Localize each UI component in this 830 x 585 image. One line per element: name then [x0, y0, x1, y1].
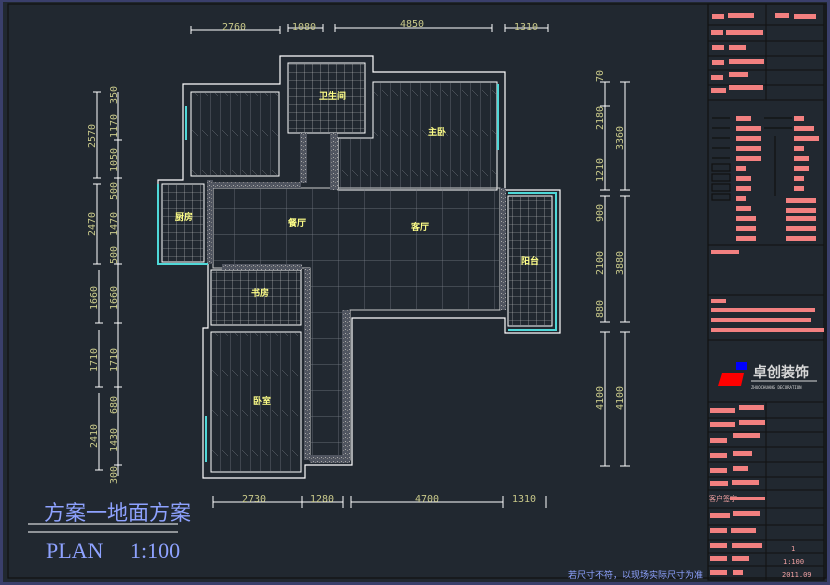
- dim-left-outer-1: 2570: [87, 124, 98, 148]
- room-label-study: 书房: [251, 287, 269, 299]
- room-label-bathroom: 卫生间: [319, 90, 346, 102]
- dim-left-outer-2: 2470: [87, 212, 98, 236]
- room-label-dining: 餐厅: [287, 217, 306, 229]
- room-label-balcony: 阳台: [521, 255, 539, 267]
- dim-left-inner-6: 500: [109, 246, 120, 264]
- plan-title-en: PLAN: [46, 538, 104, 563]
- sheet-scale: 1:100: [783, 558, 804, 566]
- dim-top-3: 4850: [400, 19, 424, 30]
- dim-left-inner-4: 500: [109, 182, 120, 200]
- study-floor: [212, 271, 300, 324]
- dim-left-outer-3: 1660: [89, 286, 100, 310]
- company-name: 卓创装饰: [753, 364, 809, 381]
- dim-left-inner-2: 1170: [109, 114, 120, 138]
- client-sign-label: 客户签字: [709, 494, 737, 503]
- dim-top-1: 2760: [222, 22, 246, 33]
- dim-left-inner-10: 1430: [109, 428, 120, 452]
- dim-left-outer-5: 2410: [89, 424, 100, 448]
- room-label-master-bedroom: 主卧: [428, 126, 446, 138]
- drawing-border: [7, 3, 827, 579]
- dim-top-4: 1310: [514, 22, 538, 33]
- dim-left-inner-9: 680: [109, 396, 120, 414]
- room-label-kitchen: 厨房: [175, 211, 193, 223]
- logo-red-block: [718, 373, 744, 386]
- dim-right-outer-2: 3880: [615, 251, 626, 275]
- dim-left-inner-11: 300: [109, 466, 120, 484]
- dim-right-inner-3: 1210: [595, 158, 606, 182]
- dimension-note: 若尺寸不符，以现场实际尺寸为准: [568, 569, 703, 581]
- plan-title-cn: 方案一地面方案: [44, 501, 191, 525]
- dim-bottom-2: 1280: [310, 494, 334, 505]
- kitchen-floor: [163, 185, 203, 261]
- company-logo: 卓创装饰 ZHUOCHUANG DECORATION: [718, 362, 817, 390]
- dim-right-inner-7: 4100: [595, 386, 606, 410]
- dim-bottom-1: 2730: [242, 494, 266, 505]
- master-bedroom-floor: [339, 83, 496, 189]
- dim-bottom-3: 4700: [415, 494, 439, 505]
- dim-right-outer-3: 4100: [615, 386, 626, 410]
- title-block: 卓创装饰 ZHUOCHUANG DECORATION 客户签字 1 1:100 …: [707, 3, 825, 581]
- logo-blue-block: [736, 362, 747, 370]
- plan-scale: 1:100: [130, 538, 180, 563]
- dimension-lines: [93, 24, 630, 508]
- dim-left-inner-8: 1710: [109, 348, 120, 372]
- dim-left-inner-5: 1470: [109, 212, 120, 236]
- room-label-living: 客厅: [410, 221, 429, 233]
- balcony-floor: [509, 197, 551, 325]
- dim-bottom-4: 1310: [512, 494, 536, 505]
- sheet-date: 2011.09: [782, 571, 812, 579]
- dim-right-inner-5: 2100: [595, 251, 606, 275]
- dim-right-inner-4: 900: [595, 204, 606, 222]
- dim-left-outer-4: 1710: [89, 348, 100, 372]
- bathroom-floor: [289, 64, 364, 132]
- dim-right-inner-6: 880: [595, 300, 606, 318]
- dim-left-inner-3: 1050: [109, 148, 120, 172]
- bedroom-1-floor: [192, 93, 278, 175]
- bedroom-2-floor: [212, 333, 300, 471]
- dim-top-2: 1080: [292, 22, 316, 33]
- sheet-number: 1: [791, 545, 795, 553]
- dim-right-outer-1: 3360: [615, 126, 626, 150]
- room-label-bedroom: 卧室: [253, 395, 271, 407]
- dim-right-inner-2: 2180: [595, 106, 606, 130]
- dim-left-inner-1: 350: [109, 86, 120, 104]
- living-floor: [214, 189, 499, 459]
- dim-left-inner-7: 1660: [109, 286, 120, 310]
- company-sub: ZHUOCHUANG DECORATION: [751, 385, 802, 390]
- windows: [157, 84, 557, 462]
- dim-right-inner-1: 70: [595, 70, 606, 82]
